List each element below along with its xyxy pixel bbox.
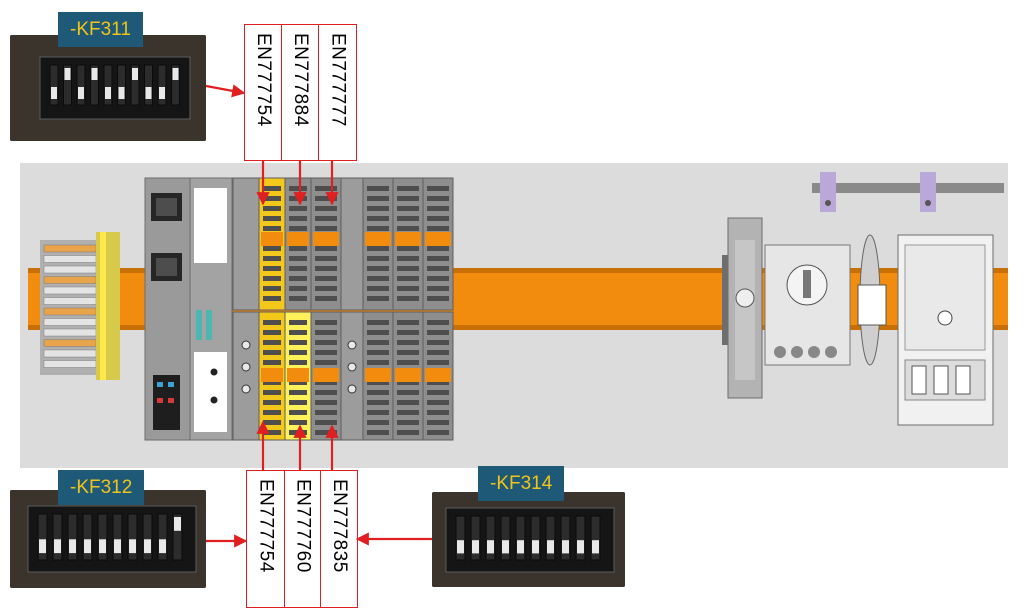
dip-switch-slot (49, 64, 59, 106)
module-code-bottom-2: EN777760 (284, 470, 321, 608)
io-module-lower (232, 311, 260, 441)
module-code-bottom-3-label: EN777835 (329, 479, 350, 573)
dip-switch-toggle (592, 540, 599, 554)
dip-switch-slot (485, 515, 496, 561)
dip-switch-toggle (69, 539, 76, 554)
dip-switch-toggle (51, 87, 57, 99)
dip-switch-kf314-graphic (432, 492, 625, 587)
dip-switch-photo-kf314 (432, 492, 625, 587)
module-code-top-1-label: EN777754 (253, 33, 274, 127)
module-code-bottom-2-label: EN777760 (292, 479, 314, 573)
dip-switch-slot (470, 515, 481, 561)
dip-switch-slot (530, 515, 541, 561)
dip-switch-slot (112, 513, 123, 561)
terminal-block-strip (40, 232, 120, 380)
dip-switch-slot (117, 64, 126, 106)
dip-switch-slot (172, 513, 183, 561)
dip-switch-slot (90, 64, 99, 106)
dip-switch-toggle (145, 87, 152, 99)
dip-switch-toggle (577, 540, 584, 554)
io-module-lower (340, 311, 364, 441)
module-code-top-1: EN777754 (244, 24, 282, 161)
dip-switch-slot (76, 64, 86, 106)
dip-switch-slot (545, 515, 556, 561)
dip-switch-slot (37, 513, 48, 561)
module-code-top-2: EN777884 (281, 24, 319, 161)
controller-head-module (144, 177, 233, 441)
dip-switch-toggle (457, 540, 464, 554)
dip-switch-toggle (39, 539, 46, 554)
dip-switch-slot (560, 515, 571, 561)
dip-switch-slot (171, 64, 180, 106)
dip-switch-toggle (118, 87, 125, 99)
dip-switch-toggle (105, 87, 111, 99)
callout-kf314: -KF314 (478, 466, 565, 501)
module-code-top-3: EN777777 (318, 24, 357, 161)
dip-switch-toggle (562, 540, 569, 554)
dip-switch-toggle (144, 539, 151, 554)
io-module-upper (340, 177, 364, 311)
module-code-bottom-1-label: EN777754 (255, 479, 277, 573)
module-code-top-2-label: EN777884 (290, 33, 311, 127)
dip-switch-slot (130, 64, 140, 106)
module-code-bottom-3: EN777835 (320, 470, 358, 608)
dip-switch-toggle (159, 87, 165, 99)
io-module-upper (232, 177, 260, 311)
dip-switch-toggle (472, 540, 479, 554)
dip-switch-toggle (159, 539, 166, 554)
dip-switch-slot (575, 515, 586, 561)
dip-switch-slot (515, 515, 526, 561)
dip-switch-slot (52, 513, 63, 561)
dip-switch-slot (590, 515, 601, 561)
dip-switch-toggle (172, 68, 179, 80)
io-module-group (232, 177, 454, 441)
dip-switch-toggle (129, 539, 136, 554)
dip-switch-toggle (517, 540, 524, 554)
dip-switch-toggle (487, 540, 494, 554)
dip-switch-toggle (78, 87, 84, 99)
dip-switch-slot (144, 64, 153, 106)
dip-switch-slot (500, 515, 511, 561)
dip-switch-kf311-graphic (10, 35, 206, 141)
dip-switch-slot (67, 513, 78, 561)
dip-switch-slot (63, 64, 72, 106)
dip-switch-slot (97, 513, 108, 561)
dip-switch-toggle (54, 539, 61, 554)
dip-switch-toggle (84, 539, 91, 554)
dip-switch-toggle (64, 68, 71, 80)
dip-switch-slot (455, 515, 466, 561)
fan-thermostat-devices (722, 172, 1004, 426)
dip-switch-slot (82, 513, 93, 561)
dip-switch-toggle (91, 68, 98, 80)
dip-switch-toggle (532, 540, 539, 554)
dip-switch-toggle (547, 540, 554, 554)
dip-switch-toggle (132, 68, 138, 80)
dip-switch-toggle (99, 539, 106, 554)
callout-kf312: -KF312 (58, 470, 145, 505)
dip-switch-toggle (174, 517, 181, 531)
dip-switch-slot (127, 513, 138, 561)
dip-switch-slot (157, 64, 167, 106)
callout-kf311: -KF311 (58, 12, 143, 47)
module-code-top-3-label: EN777777 (327, 33, 349, 127)
dip-switch-photo-kf312 (10, 490, 206, 588)
module-code-bottom-1: EN777754 (246, 470, 285, 608)
dip-switch-slot (142, 513, 153, 561)
dip-switch-photo-kf311 (10, 35, 206, 141)
dip-switch-kf312-graphic (10, 490, 206, 588)
dip-switch-slot (103, 64, 113, 106)
dip-switch-slot (157, 513, 168, 561)
dip-switch-toggle (114, 539, 121, 554)
dip-switch-toggle (502, 540, 509, 554)
